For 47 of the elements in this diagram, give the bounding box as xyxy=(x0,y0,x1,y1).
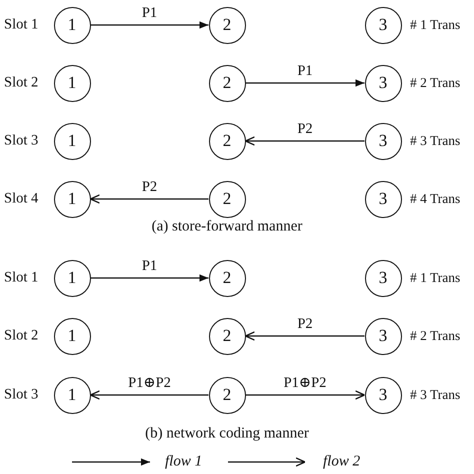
transmission-label: # 1 Trans xyxy=(410,17,460,33)
node-circle: 2 xyxy=(208,376,246,414)
arrow xyxy=(246,79,364,87)
slot-label: Slot 1 xyxy=(4,16,38,34)
node-circle: 1 xyxy=(54,64,90,102)
arrow xyxy=(246,390,366,400)
legend-label: flow 2 xyxy=(323,454,360,470)
node-circle: 3 xyxy=(364,64,402,102)
node-circle: 1 xyxy=(54,122,90,160)
legend-label: flow 1 xyxy=(165,454,202,470)
node-circle: 3 xyxy=(364,180,402,218)
slot-label: Slot 4 xyxy=(4,190,38,208)
node-circle: 2 xyxy=(208,6,246,44)
node-circle: 3 xyxy=(364,122,402,160)
node-circle: 2 xyxy=(208,122,246,160)
arrow xyxy=(90,194,208,204)
node-circle: 1 xyxy=(54,318,90,354)
node-circle: 2 xyxy=(208,64,246,102)
transmission-label: # 4 Trans xyxy=(410,191,460,207)
node-circle: 1 xyxy=(54,180,90,218)
node-circle: 3 xyxy=(364,376,402,414)
node-circle: 2 xyxy=(208,180,246,218)
arrow xyxy=(90,21,208,29)
transmission-label: # 1 Trans xyxy=(410,270,460,286)
arrow xyxy=(90,274,208,282)
transmission-label: # 3 Trans xyxy=(410,387,460,403)
node-circle: 3 xyxy=(364,6,402,44)
transmission-label: # 2 Trans xyxy=(410,328,460,344)
node-circle: 1 xyxy=(54,6,90,44)
transmission-label: # 3 Trans xyxy=(410,133,460,149)
arrow xyxy=(244,136,364,146)
node-circle: 2 xyxy=(208,260,246,296)
caption: (b) network coding manner xyxy=(145,426,309,442)
slot-label: Slot 2 xyxy=(4,328,38,344)
transmission-label: # 2 Trans xyxy=(410,75,460,91)
node-circle: 3 xyxy=(364,318,402,354)
arrow xyxy=(244,331,364,341)
node-circle: 2 xyxy=(208,318,246,354)
slot-label: Slot 1 xyxy=(4,270,38,286)
node-circle: 1 xyxy=(54,376,90,414)
node-circle: 3 xyxy=(364,260,402,296)
slot-label: Slot 3 xyxy=(4,132,38,150)
node-circle: 1 xyxy=(54,260,90,296)
arrow xyxy=(90,390,208,400)
slot-label: Slot 2 xyxy=(4,74,38,92)
caption: (a) store-forward manner xyxy=(152,218,302,236)
slot-label: Slot 3 xyxy=(4,386,38,404)
